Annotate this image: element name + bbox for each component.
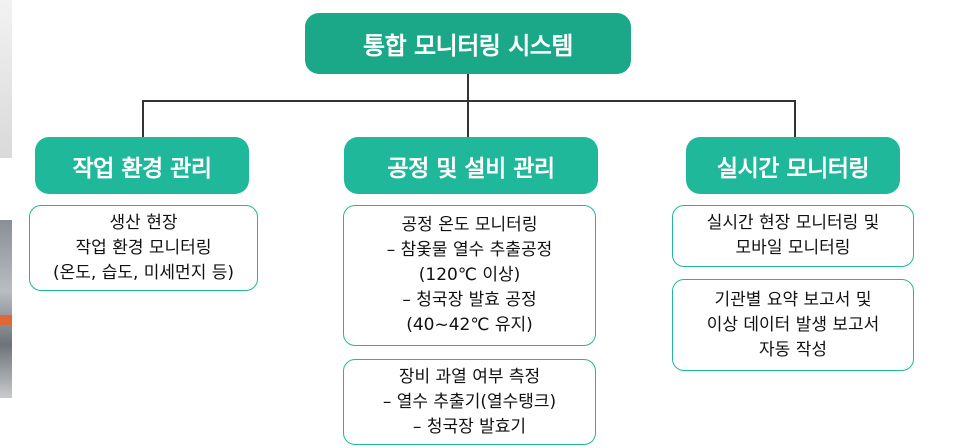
category-realtime-monitoring: 실시간 모니터링 — [686, 137, 900, 194]
connector-left-down — [142, 100, 144, 137]
detail-box-work-environment: 생산 현장 작업 환경 모니터링 (온도, 습도, 미세먼지 등) — [29, 205, 258, 291]
category-label: 공정 및 설비 관리 — [387, 155, 555, 182]
detail-box-equipment-overheat: 장비 과열 여부 측정 – 열수 추출기(열수탱크) – 청국장 발효기 — [343, 359, 596, 445]
detail-box-process-temperature: 공정 온도 모니터링 – 참옻물 열수 추출공정 (120℃ 이상) – 청국장… — [343, 205, 596, 346]
connector-middle-down — [467, 100, 469, 137]
detail-box-realtime-monitoring: 실시간 현장 모니터링 및 모바일 모니터링 — [672, 205, 914, 267]
category-label: 실시간 모니터링 — [716, 155, 870, 182]
detail-box-auto-report: 기관별 요약 보고서 및 이상 데이터 발생 보고서 자동 작성 — [672, 279, 914, 371]
connector-right-down — [794, 100, 796, 137]
root-node: 통합 모니터링 시스템 — [305, 13, 631, 74]
connector-horizontal — [142, 100, 795, 102]
category-work-environment: 작업 환경 관리 — [35, 137, 249, 194]
category-process-equipment: 공정 및 설비 관리 — [344, 137, 598, 194]
category-label: 작업 환경 관리 — [72, 155, 212, 182]
root-label: 통합 모니터링 시스템 — [363, 32, 573, 60]
background-photo-edge-top — [0, 0, 12, 158]
connector-root-down — [467, 74, 469, 101]
background-photo-edge-bottom — [0, 220, 12, 398]
